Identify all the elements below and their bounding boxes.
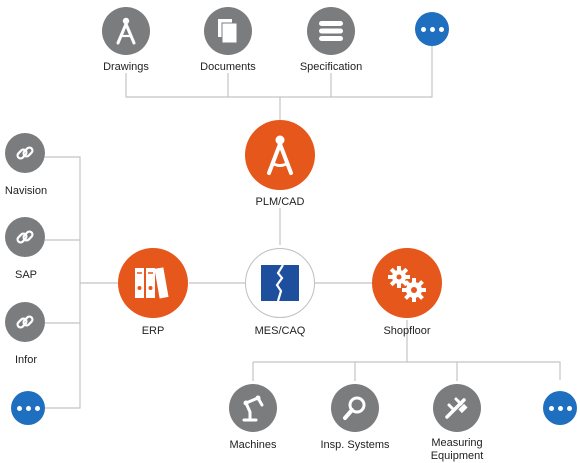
more-left-node[interactable]	[11, 391, 45, 425]
binders-icon	[135, 267, 169, 299]
compass-icon	[267, 135, 293, 175]
link-icon	[16, 230, 34, 244]
navision-node	[5, 133, 45, 173]
more-dots-icon	[16, 405, 22, 411]
documents-label: Documents	[200, 61, 256, 73]
shopfloor-label: Shopfloor	[383, 325, 431, 337]
link-icon	[16, 146, 34, 160]
more-top-node[interactable]	[415, 12, 449, 46]
drawings-node	[102, 7, 150, 55]
measuring-equipment-label: Measuring Equipment	[430, 437, 484, 462]
mes-caq-label: MES/CAQ	[254, 325, 306, 337]
link-icon	[16, 315, 34, 329]
drawings-label: Drawings	[103, 61, 149, 73]
infor-node	[5, 302, 45, 342]
caliper-icon	[445, 397, 468, 419]
erp-label: ERP	[141, 325, 165, 337]
documents-node	[204, 7, 252, 55]
mes-logo-icon	[261, 264, 299, 302]
specification-label: Specification	[299, 61, 363, 73]
specification-node	[307, 7, 355, 55]
sap-node	[5, 217, 45, 257]
mes-caq-node	[245, 248, 315, 318]
gears-icon	[388, 266, 426, 302]
list-icon	[319, 21, 343, 41]
navision-label: Navision	[4, 185, 48, 197]
robot-arm-icon	[242, 395, 264, 422]
machines-node	[229, 384, 277, 432]
measuring-equipment-node	[433, 384, 481, 432]
shopfloor-node	[372, 248, 442, 318]
magnifier-icon	[343, 396, 366, 420]
plm-cad-node	[245, 120, 315, 190]
sap-label: SAP	[14, 269, 37, 281]
machines-label: Machines	[229, 439, 277, 451]
compass-icon	[116, 17, 136, 45]
plm-cad-label: PLM/CAD	[255, 196, 305, 208]
more-dots-icon	[420, 26, 426, 32]
more-bottom-node[interactable]	[543, 391, 577, 425]
insp-systems-label: Insp. Systems	[320, 439, 390, 451]
erp-node	[118, 248, 188, 318]
insp-systems-node	[331, 384, 379, 432]
more-dots-icon	[548, 405, 554, 411]
infor-label: Infor	[14, 354, 37, 366]
documents-icon	[218, 19, 238, 44]
